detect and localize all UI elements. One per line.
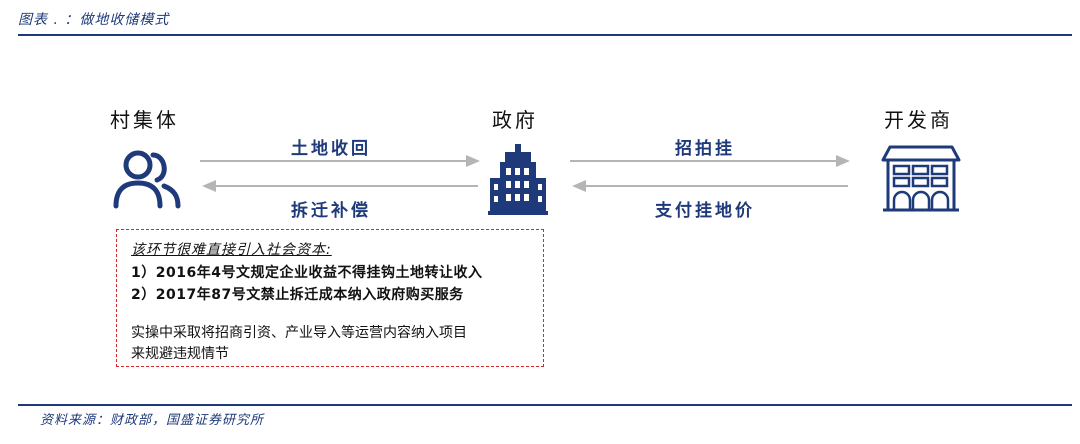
arrows-village-government (200, 155, 480, 192)
label-land-recovery: 土地收回 (291, 139, 371, 159)
entity-label-developer: 开发商 (884, 108, 953, 132)
storefront-icon (881, 145, 961, 212)
label-land-price: 支付挂地价 (655, 201, 755, 221)
figure-title: 图表 . ：做地收储模式 (18, 12, 170, 28)
arrow-head-left (572, 180, 586, 192)
note-line-3: 实操中采取将招商引资、产业导入等运营内容纳入项目 (131, 325, 467, 341)
label-auction: 招拍挂 (675, 139, 735, 159)
entity-label-government: 政府 (492, 108, 538, 132)
note-heading: 该环节很难直接引入社会资本: (131, 242, 332, 258)
note-line-1: 1）2016年4号文规定企业收益不得挂钩土地转让收入 (131, 265, 483, 281)
people-icon (113, 150, 181, 209)
footer-divider (18, 404, 1072, 406)
header-divider (18, 34, 1072, 36)
arrows-government-developer (570, 155, 850, 192)
arrow-head-left (202, 180, 216, 192)
note-box: 该环节很难直接引入社会资本: 1）2016年4号文规定企业收益不得挂钩土地转让收… (116, 229, 544, 367)
arrow-head-right (466, 155, 480, 167)
entity-label-village: 村集体 (110, 108, 179, 132)
label-relocation-compensation: 拆迁补偿 (291, 201, 371, 221)
note-line-2: 2）2017年87号文禁止拆迁成本纳入政府购买服务 (131, 287, 464, 303)
source-note: 资料来源：财政部，国盛证券研究所 (40, 413, 265, 428)
arrow-head-right (836, 155, 850, 167)
note-line-4: 来规避违规情节 (131, 346, 229, 362)
office-building-icon (488, 144, 548, 215)
